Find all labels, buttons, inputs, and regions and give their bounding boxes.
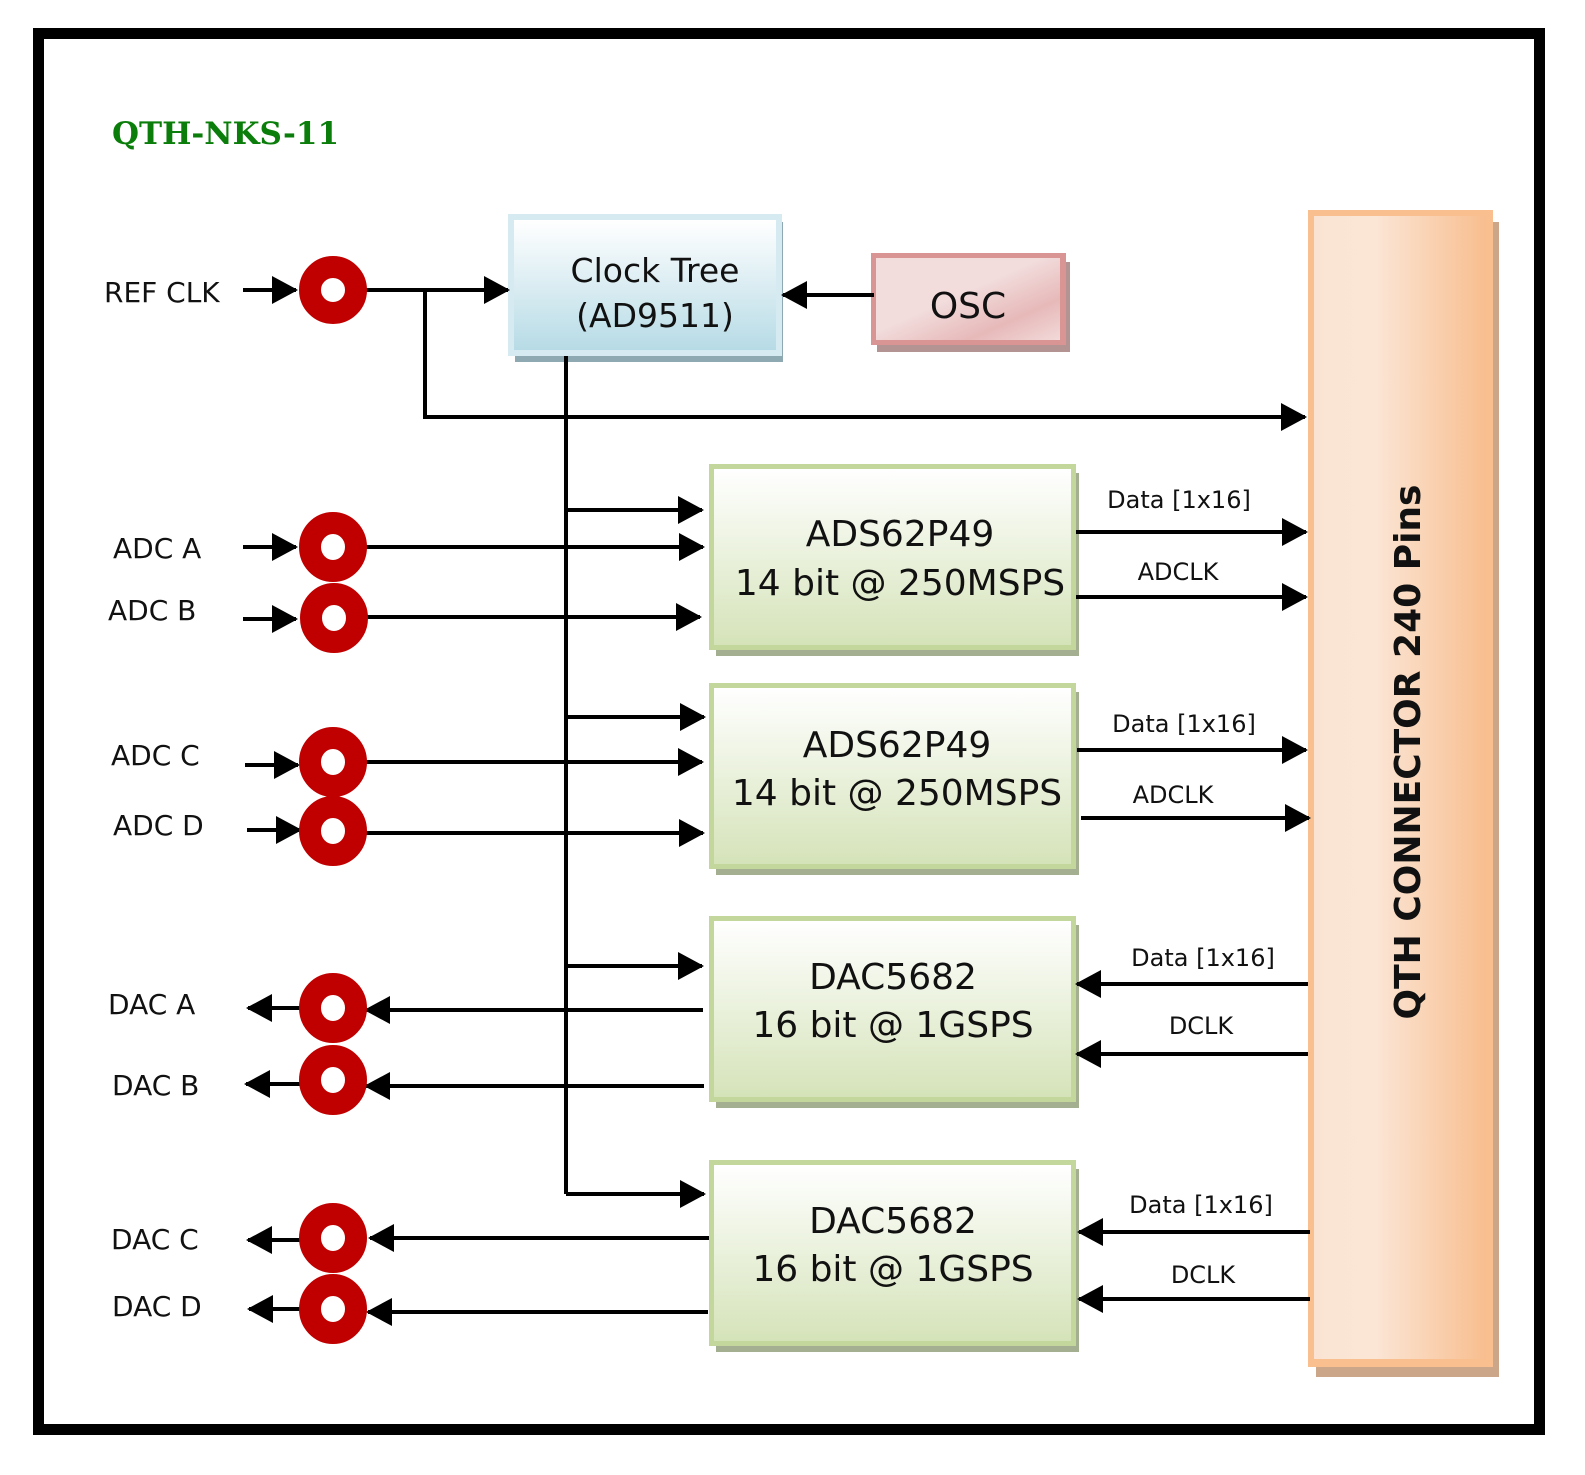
dac-a-label: DAC A	[108, 988, 195, 1021]
dac2-part: DAC5682	[809, 1201, 977, 1242]
adc2-part: ADS62P49	[803, 725, 992, 766]
clock-tree-part: (AD9511)	[576, 296, 734, 335]
dac-a-connector-icon[interactable]	[299, 973, 367, 1043]
diagram-frame	[33, 28, 1545, 1435]
adc-block-2: ADS62P49 14 bit @ 250MSPS	[709, 683, 1079, 875]
port-labels: REF CLK ADC A ADC B ADC C ADC D DAC A DA…	[104, 276, 220, 1323]
adc-a-label: ADC A	[113, 532, 201, 565]
adc2-spec: 14 bit @ 250MSPS	[732, 773, 1062, 814]
ref-clk-label: REF CLK	[104, 276, 220, 309]
adc-block-1: ADS62P49 14 bit @ 250MSPS	[709, 464, 1079, 656]
ref-clk-to-qth	[423, 290, 1307, 431]
dac-b-label: DAC B	[112, 1069, 199, 1102]
qth-connector-label: QTH CONNECTOR 240 Pins	[1388, 485, 1429, 1020]
adc2-data-label: Data [1x16]	[1112, 710, 1256, 738]
clock-tree-name: Clock Tree	[571, 251, 740, 290]
connectors	[299, 256, 368, 1344]
dac2-clk-label: DCLK	[1171, 1261, 1237, 1289]
dac-block-2: DAC5682 16 bit @ 1GSPS	[709, 1160, 1079, 1352]
signal-labels: Data [1x16] ADCLK Data [1x16] ADCLK Data…	[1107, 486, 1275, 1289]
osc-label: OSC	[930, 286, 1006, 327]
adc-c-connector-icon[interactable]	[299, 727, 367, 797]
dac-b-connector-icon[interactable]	[299, 1045, 367, 1115]
dac-block-1: DAC5682 16 bit @ 1GSPS	[709, 916, 1079, 1108]
adc1-spec: 14 bit @ 250MSPS	[735, 563, 1065, 604]
dac-d-connector-icon[interactable]	[299, 1274, 367, 1344]
diagram-title: QTH-NKS-11	[112, 116, 339, 152]
dac-d-label: DAC D	[112, 1290, 202, 1323]
dac1-clk-label: DCLK	[1169, 1012, 1235, 1040]
wires	[243, 276, 1311, 1326]
adc-b-label: ADC B	[108, 594, 196, 627]
dac-c-connector-icon[interactable]	[299, 1203, 367, 1273]
dac1-spec: 16 bit @ 1GSPS	[752, 1005, 1033, 1046]
adc-d-connector-icon[interactable]	[299, 796, 367, 866]
dac2-data-label: Data [1x16]	[1129, 1191, 1273, 1219]
adc1-clk-label: ADCLK	[1138, 558, 1220, 586]
qth-connector-block: QTH CONNECTOR 240 Pins	[1308, 210, 1499, 1377]
adc2-clk-label: ADCLK	[1133, 781, 1215, 809]
adc-d-label: ADC D	[113, 809, 204, 842]
dac1-data-label: Data [1x16]	[1131, 944, 1275, 972]
dac-c-label: DAC C	[111, 1223, 199, 1256]
adc-a-connector-icon[interactable]	[299, 512, 367, 582]
dac1-part: DAC5682	[809, 957, 977, 998]
osc-block: OSC	[871, 253, 1070, 352]
adc-b-connector-icon[interactable]	[300, 583, 368, 653]
adc-c-label: ADC C	[111, 739, 200, 772]
ref-clk-connector-icon[interactable]	[299, 256, 367, 324]
adc1-part: ADS62P49	[806, 514, 995, 555]
dac2-spec: 16 bit @ 1GSPS	[752, 1249, 1033, 1290]
clock-tree-block: Clock Tree (AD9511)	[508, 214, 783, 362]
adc1-data-label: Data [1x16]	[1107, 486, 1251, 514]
